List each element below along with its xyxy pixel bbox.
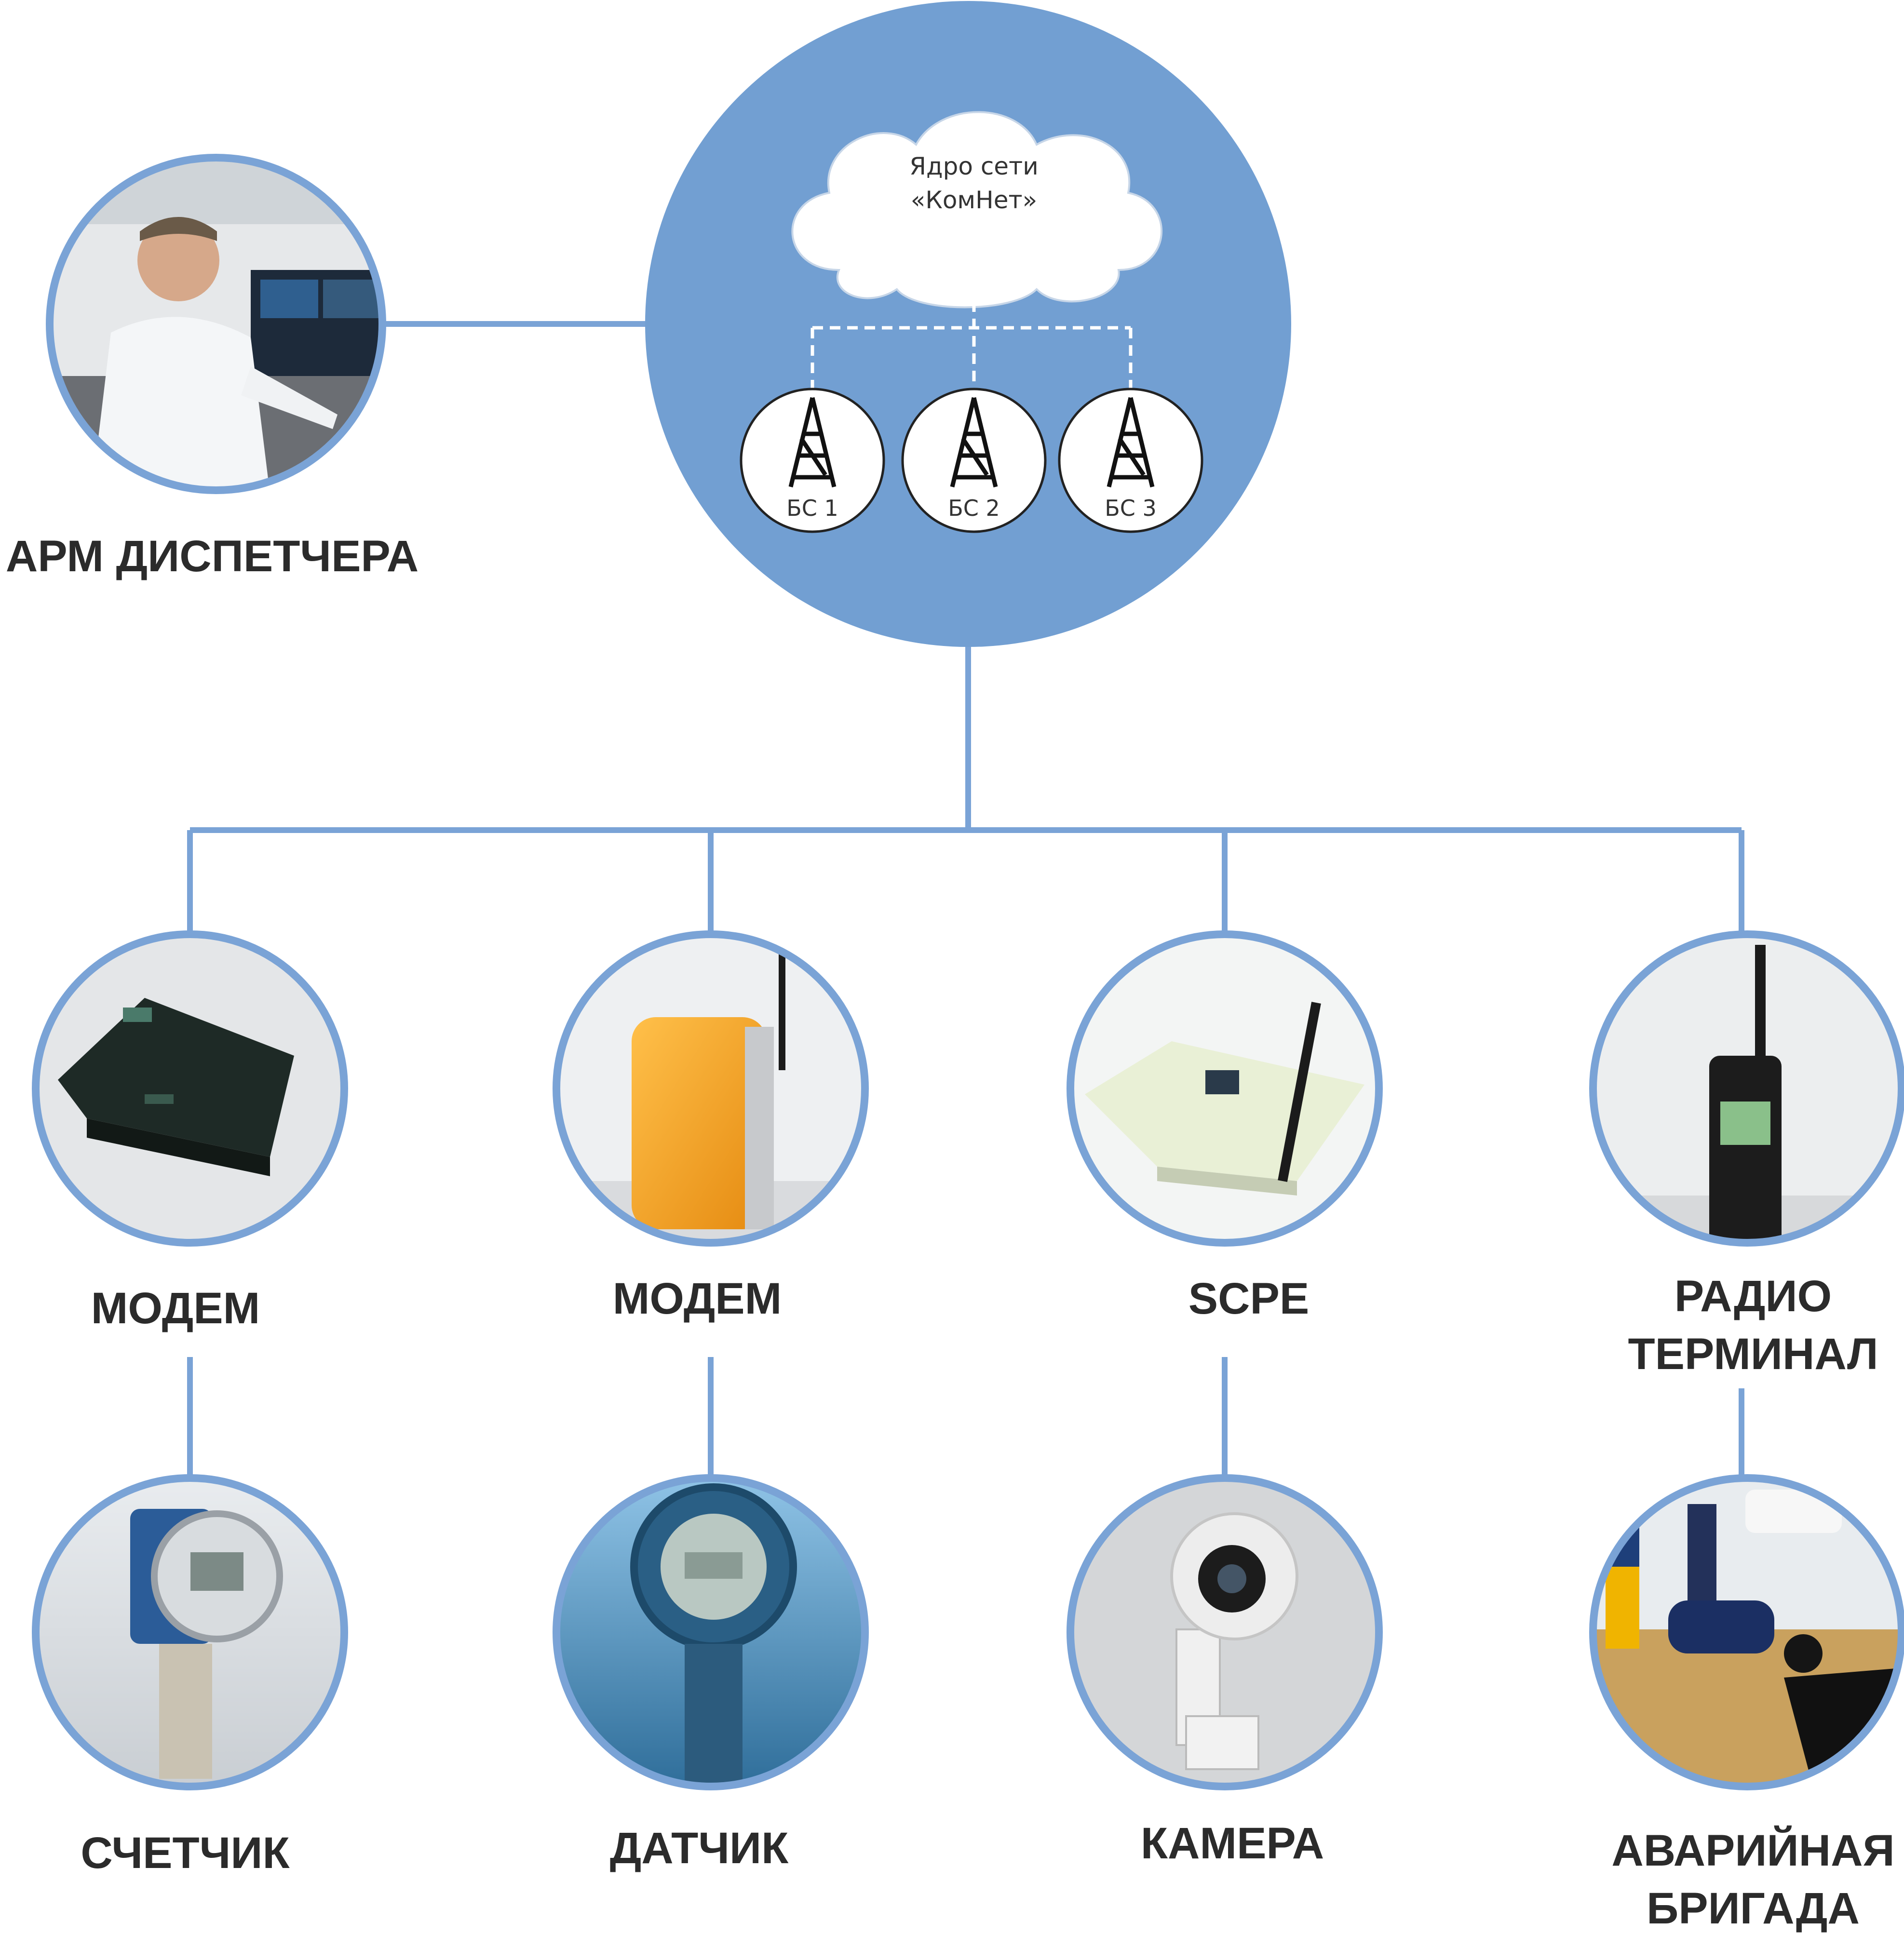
device-label-3: SCPE: [1188, 1274, 1310, 1323]
base-station-label: БС 2: [948, 495, 1000, 521]
device-node-scpe: [1067, 930, 1383, 1247]
meter-photo-icon: [36, 1478, 344, 1787]
cloud-title-line2: «КомНет»: [911, 186, 1037, 214]
endpoint-node-meter: [32, 1474, 348, 1790]
base-station-1: БС 1: [740, 388, 885, 533]
endpoint-node-sensor: [553, 1474, 869, 1790]
cloud-icon: [791, 111, 1163, 309]
tower-icon: [788, 397, 837, 488]
core-network: Ядро сети «КомНет» БС 1 Б: [645, 1, 1291, 647]
base-station-2: БС 2: [901, 388, 1047, 533]
endpoint-label-3: КАМЕРА: [1141, 1819, 1324, 1868]
connection-lines: [187, 321, 1744, 1478]
endpoint-label-1: СЧЕТЧИК: [81, 1828, 290, 1878]
device-label-2: МОДЕМ: [613, 1274, 782, 1323]
endpoint-label-4-line1: АВАРИЙНАЯ: [1611, 1825, 1894, 1875]
device-label-4-line2: ТЕРМИНАЛ: [1628, 1330, 1878, 1379]
modem-box-photo-icon: [36, 934, 344, 1243]
endpoint-label-2: ДАТЧИК: [610, 1824, 789, 1873]
scpe-photo-icon: [1070, 934, 1379, 1243]
camera-photo-icon: [1070, 1478, 1379, 1787]
dispatcher-label: АРМ ДИСПЕТЧЕРА: [6, 532, 419, 581]
device-label-4-line1: РАДИО: [1674, 1272, 1832, 1321]
device-node-modem-1: [32, 930, 348, 1247]
device-label-1: МОДЕМ: [91, 1284, 260, 1333]
cloud-title-line1: Ядро сети: [909, 152, 1038, 180]
tower-icon: [1107, 397, 1155, 488]
device-node-modem-2: [553, 930, 869, 1247]
device-node-radio-terminal: [1589, 930, 1904, 1247]
base-station-label: БС 1: [786, 495, 838, 521]
endpoint-node-emergency-team: [1589, 1474, 1904, 1790]
tower-icon: [950, 397, 998, 488]
dispatcher-photo-icon: [50, 158, 382, 490]
endpoint-label-4-line2: БРИГАДА: [1647, 1884, 1860, 1933]
endpoint-node-camera: [1067, 1474, 1383, 1790]
dashed-links: [810, 301, 1133, 393]
dispatcher-node: [46, 154, 386, 494]
sensor-photo-icon: [556, 1478, 865, 1787]
base-station-3: БС 3: [1058, 388, 1203, 533]
base-station-label: БС 3: [1105, 495, 1157, 521]
